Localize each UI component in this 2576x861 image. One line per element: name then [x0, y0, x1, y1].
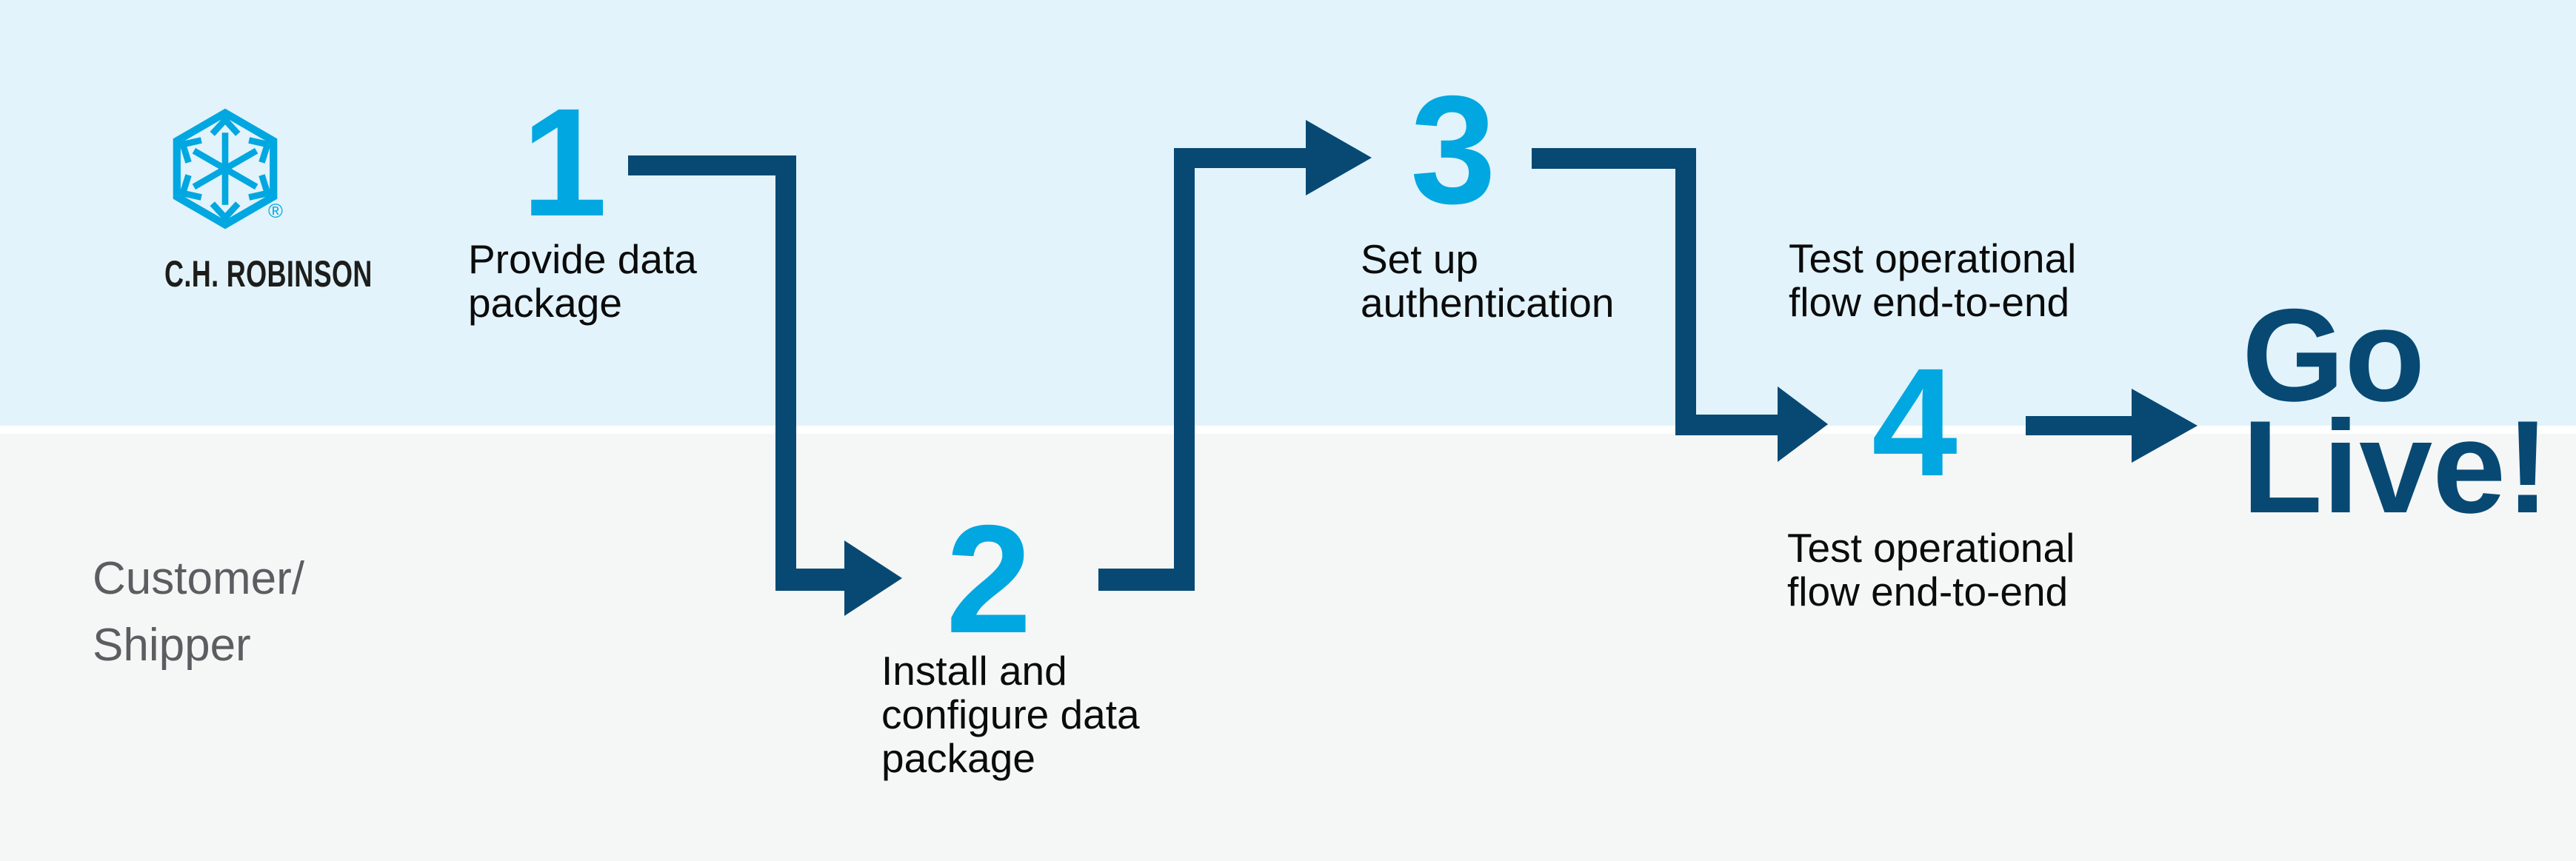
- chrobinson-logo: ® C.H. ROBINSON: [164, 104, 387, 296]
- arrowhead-right-icon: [1778, 386, 1828, 462]
- step-1-label: Provide data package: [468, 236, 697, 326]
- arrow-segment: [1675, 148, 1696, 435]
- arrowhead-right-icon: [1306, 120, 1372, 195]
- arrow-segment: [775, 155, 796, 591]
- step-4-number: 4: [1872, 337, 1958, 509]
- step-4-label-below: Test operational flow end-to-end: [1787, 525, 2075, 614]
- arrow-segment: [775, 569, 844, 591]
- step-1-number: 1: [521, 77, 607, 249]
- lane-customer-shipper: [0, 434, 2576, 861]
- go-live-label: Go Live!: [2242, 281, 2550, 540]
- step-3-number: 3: [1410, 64, 1496, 236]
- arrow-segment: [1675, 415, 1778, 435]
- lane-chrobinson: [0, 0, 2576, 426]
- arrow-segment: [1174, 148, 1195, 591]
- arrow-segment: [1174, 148, 1306, 168]
- arrow-segment: [1532, 148, 1696, 169]
- customer-shipper-lane-label: Customer/ Shipper: [93, 553, 304, 671]
- registered-trademark-mark: ®: [268, 200, 283, 222]
- step-2-number: 2: [946, 494, 1032, 666]
- arrow-segment: [628, 155, 796, 175]
- chrobinson-hexagon-logo-icon: [169, 104, 281, 234]
- step-3-label: Set up authentication: [1361, 236, 1615, 326]
- arrowhead-right-icon: [2132, 389, 2198, 463]
- lane-divider: [0, 426, 2576, 434]
- chrobinson-wordmark: C.H. ROBINSON: [164, 253, 373, 295]
- arrowhead-right-icon: [844, 540, 902, 616]
- step-2-label: Install and configure data package: [881, 648, 1140, 781]
- arrow-segment: [2026, 416, 2137, 435]
- step-4-label-above: Test operational flow end-to-end: [1789, 235, 2077, 325]
